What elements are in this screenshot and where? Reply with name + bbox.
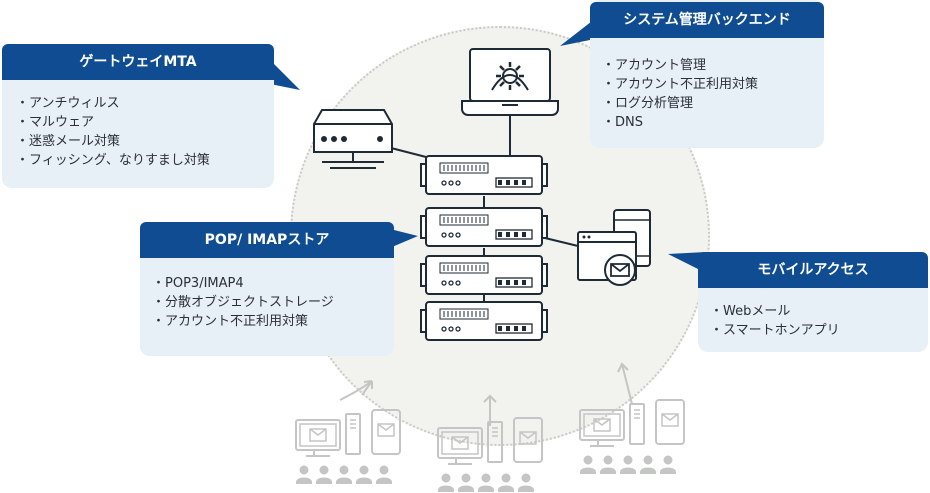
list-item: アカウント不正利用対策 <box>602 75 758 94</box>
list-item: POP3/IMAP4 <box>152 274 334 293</box>
gateway-link-line <box>390 147 431 159</box>
store-title: POP/ IMAPストア <box>140 222 394 258</box>
user-device-group-icon <box>295 362 685 493</box>
list-item: Webメール <box>710 302 840 321</box>
gateway-card: ゲートウェイMTA アンチウィルス マルウェア 迷惑メール対策 フィッシング、な… <box>2 44 274 188</box>
list-item: アンチウィルス <box>16 94 210 113</box>
webmail-phone-icon <box>577 209 651 286</box>
list-item: ログ分析管理 <box>602 94 758 113</box>
mobile-pointer <box>668 252 706 270</box>
list-item: DNS <box>602 113 758 132</box>
store-feature-list: POP3/IMAP4 分散オブジェクトストレージ アカウント不正利用対策 <box>152 274 334 331</box>
mobile-title: モバイルアクセス <box>698 252 928 288</box>
gateway-title: ゲートウェイMTA <box>2 44 274 80</box>
mobile-card: モバイルアクセス Webメール スマートホンアプリ <box>698 252 928 352</box>
router-icon <box>313 109 393 169</box>
gateway-feature-list: アンチウィルス マルウェア 迷惑メール対策 フィッシング、なりすまし対策 <box>16 94 210 170</box>
list-item: スマートホンアプリ <box>710 321 840 340</box>
backend-card: システム管理バックエンド アカウント管理 アカウント不正利用対策 ログ分析管理 … <box>590 0 824 148</box>
list-item: マルウェア <box>16 113 210 132</box>
store-card: POP/ IMAPストア POP3/IMAP4 分散オブジェクトストレージ アカ… <box>140 222 394 356</box>
list-item: アカウント管理 <box>602 56 758 75</box>
backend-title: システム管理バックエンド <box>590 2 824 38</box>
mobile-link-line <box>544 237 579 247</box>
list-item: 分散オブジェクトストレージ <box>152 293 334 312</box>
list-item: フィッシング、なりすまし対策 <box>16 151 210 170</box>
list-item: 迷惑メール対策 <box>16 132 210 151</box>
mobile-feature-list: Webメール スマートホンアプリ <box>710 302 840 340</box>
backend-feature-list: アカウント管理 アカウント不正利用対策 ログ分析管理 DNS <box>602 56 758 132</box>
list-item: アカウント不正利用対策 <box>152 312 334 331</box>
laptop-gear-icon <box>461 48 559 116</box>
